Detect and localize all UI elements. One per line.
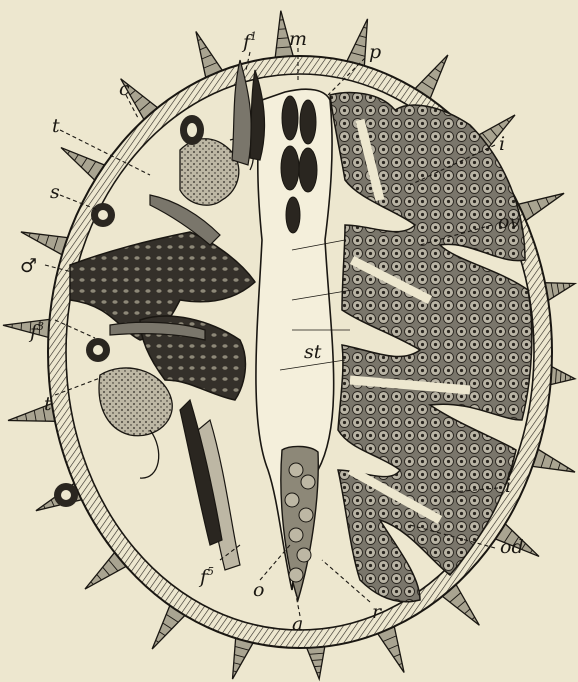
label-i-bottom: i [505,475,511,497]
spine [551,367,575,385]
label-a: a [292,613,303,635]
spine [545,283,575,301]
label-t-bottom: t [44,393,52,415]
label-s: s [50,181,60,203]
label-ov: ov [498,211,520,233]
ovum [289,528,303,542]
spine [232,638,253,679]
spine-ring [314,666,321,667]
ovum [301,475,315,489]
spine [307,647,325,679]
label-f1: f1 [241,30,257,53]
label-od: od [500,536,524,558]
spine [378,627,404,673]
label-f3: f3 [28,320,44,343]
ovum [299,508,313,522]
spine-ring [279,29,286,30]
label-t-top: t [52,115,60,137]
label-st: st [304,341,322,363]
spine [21,232,68,255]
ovum [285,493,299,507]
spine [196,31,222,77]
label-p: p [369,41,381,63]
spine [518,193,564,220]
label-c: c [119,78,130,100]
spine-ring [17,417,18,421]
ovum [297,548,311,562]
label-male: ♂ [20,255,37,277]
ovum [289,568,303,582]
label-o: o [253,579,264,601]
spine-ring [569,283,570,287]
label-i-top: i [499,133,505,155]
spine [533,449,575,472]
label-m: m [289,28,307,50]
ovum [289,463,303,477]
